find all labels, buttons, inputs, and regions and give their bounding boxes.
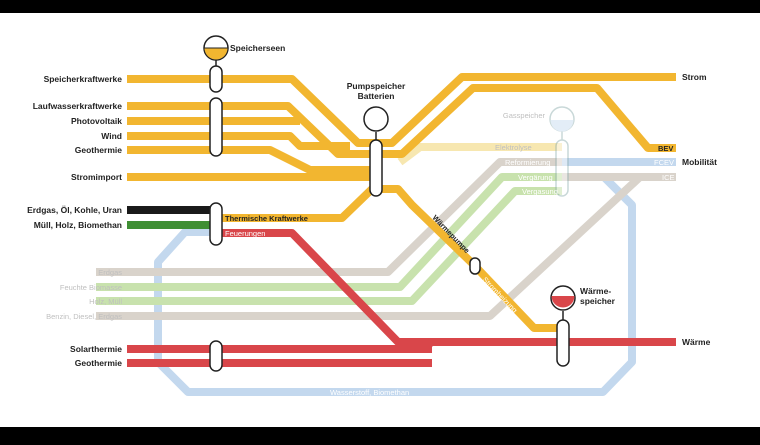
station-gasspeicher[interactable] — [549, 106, 575, 197]
station-pumpspeicher-pill — [369, 139, 383, 197]
track-waermepumpe — [471, 262, 560, 332]
label-fossil: Erdgas, Öl, Kohle, Uran — [27, 205, 122, 215]
station-waermespeicher[interactable] — [550, 285, 576, 367]
track-feuerungen — [214, 229, 676, 346]
label-holz-muell: Holz, Müll — [89, 297, 122, 306]
track-wasserstoff-loop — [154, 173, 636, 396]
station-waermepumpe[interactable] — [469, 257, 481, 275]
track-waerme-join — [417, 338, 435, 353]
label-vergaerung: Vergärung — [518, 173, 553, 182]
station-pumpspeicher[interactable] — [363, 106, 389, 197]
label-mobilitaet: Mobilität — [682, 157, 717, 167]
label-waermespeicher-1: Wärme- — [580, 286, 611, 296]
label-feuchte-biomasse: Feuchte Biomasse — [60, 283, 122, 292]
station-renewables[interactable] — [209, 97, 223, 157]
label-geothermie-strom: Geothermie — [75, 145, 123, 155]
track-geothermie-strom — [127, 146, 378, 174]
label-gasspeicher: Gasspeicher — [503, 111, 546, 120]
track-thermische-kraftwerke — [214, 185, 477, 268]
gas-tank-fill-icon — [550, 120, 574, 132]
label-reformierung: Reformierung — [505, 158, 550, 167]
frame-bottom — [0, 427, 760, 440]
label-batterien: Batterien — [358, 91, 395, 101]
track-erdgas — [96, 158, 562, 276]
label-bev: BEV — [658, 144, 673, 153]
label-benzin: Benzin, Diesel, Erdgas — [46, 312, 122, 321]
battery-storage-icon — [363, 106, 389, 132]
label-thermische-kraftwerke: Thermische Kraftwerke — [225, 214, 308, 223]
gas-tank-icon — [549, 106, 575, 132]
label-erdgas: Erdgas — [98, 268, 122, 277]
label-biomasse: Müll, Holz, Biomethan — [34, 220, 122, 230]
label-vergasung: Vergasung — [522, 187, 558, 196]
track-wind — [127, 132, 350, 150]
reservoir-fill-icon — [204, 48, 228, 60]
station-speicherseen-pill — [209, 65, 223, 93]
label-photovoltaik: Photovoltaik — [71, 116, 122, 126]
label-solarthermie: Solarthermie — [70, 344, 122, 354]
label-geothermie-waerme: Geothermie — [75, 358, 123, 368]
label-stromimport: Stromimport — [71, 172, 122, 182]
station-speicherseen[interactable] — [203, 35, 229, 93]
label-speicherseen: Speicherseen — [230, 43, 285, 53]
label-laufwasserkraftwerke: Laufwasserkraftwerke — [33, 101, 123, 111]
label-ice: ICE — [662, 173, 675, 182]
track-holz-muell — [96, 187, 562, 305]
label-speicherkraftwerke: Speicherkraftwerke — [44, 74, 123, 84]
track-laufwasser — [127, 84, 676, 158]
track-elektrolyse — [397, 143, 562, 166]
label-waerme: Wärme — [682, 337, 711, 347]
frame-top — [0, 0, 760, 13]
station-solarthermie[interactable] — [209, 340, 223, 372]
track-feuchte-biomasse — [96, 173, 562, 291]
label-strom: Strom — [682, 72, 707, 82]
label-fcev: FCEV — [654, 158, 674, 167]
heat-tank-fill-icon — [551, 296, 575, 308]
track-benzin — [96, 173, 676, 320]
label-elektrolyse: Elektrolyse — [495, 143, 532, 152]
station-thermische[interactable] — [209, 202, 223, 246]
label-feuerungen: Feuerungen — [225, 229, 265, 238]
label-wasserstoff: Wasserstoff, Biomethan — [330, 388, 409, 397]
station-waermespeicher-pill — [556, 319, 570, 367]
label-wind: Wind — [101, 131, 122, 141]
label-pumpspeicher: Pumpspeicher — [347, 81, 406, 91]
station-gasspeicher-pill — [555, 139, 569, 197]
label-waermespeicher-2: speicher — [580, 296, 616, 306]
